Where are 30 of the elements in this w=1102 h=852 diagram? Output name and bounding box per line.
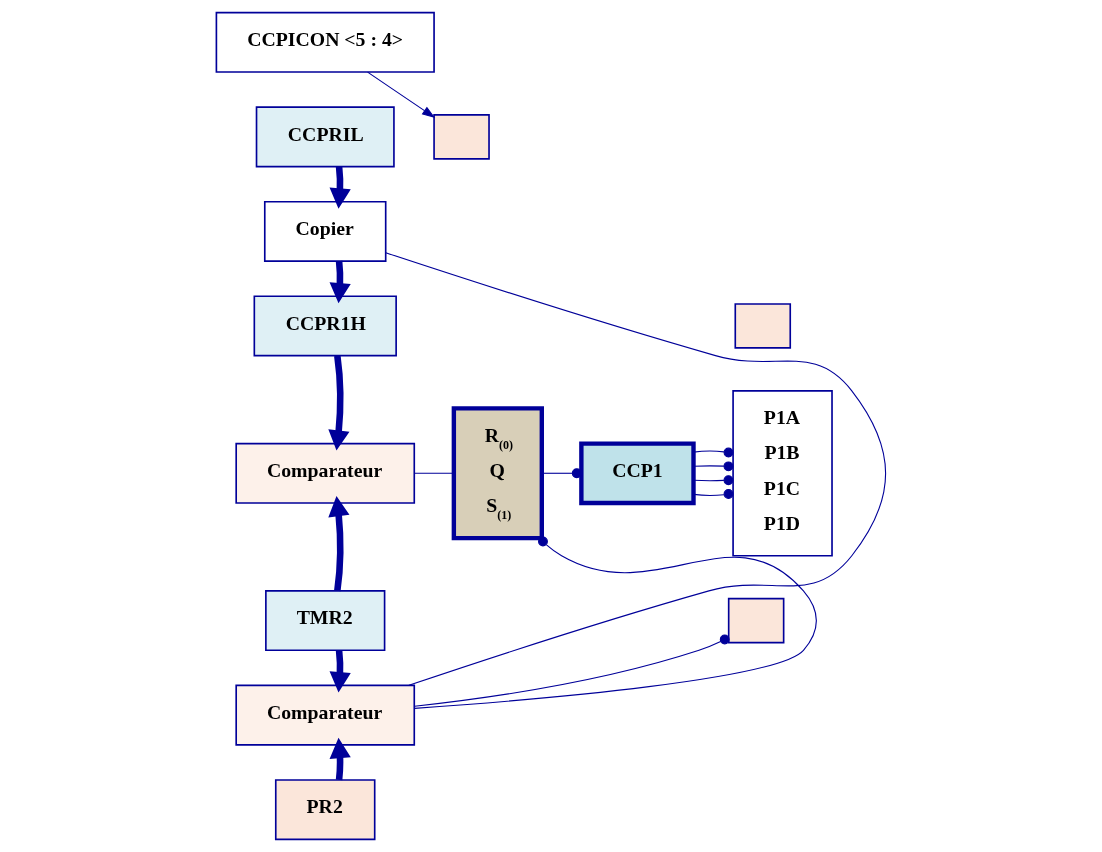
connector [385,252,887,686]
arrow [328,496,350,592]
arrow [329,650,351,693]
connector [693,447,734,458]
arrow [329,166,351,209]
arrow [367,71,436,118]
connector [541,468,582,479]
node-box: CCPR1H [253,295,397,357]
node-box: CCP1 [579,441,696,506]
connector [693,489,734,499]
node-box: Comparateur [235,684,416,746]
node-box: P1A P1B P1C P1D [732,390,833,557]
node-box: CCPICON <5 : 4> [215,11,435,73]
connector [693,461,734,472]
connector [414,634,730,707]
node-box: Comparateur [235,442,416,504]
connector [693,475,734,486]
connector [414,472,455,474]
connector [414,536,817,709]
node-box [734,303,792,349]
node-box [433,114,490,160]
arrow [329,737,351,781]
node-box: PR2 [274,779,376,841]
node-box: CCPRIL [255,106,395,168]
arrow [329,260,351,304]
node-box: TMR2 [265,590,386,652]
node-box [727,597,785,644]
node-box: R$_{(0)}$ Q S$_{(1)}$ [451,406,544,541]
arrow [328,355,350,451]
node-box: Copier [263,200,387,262]
